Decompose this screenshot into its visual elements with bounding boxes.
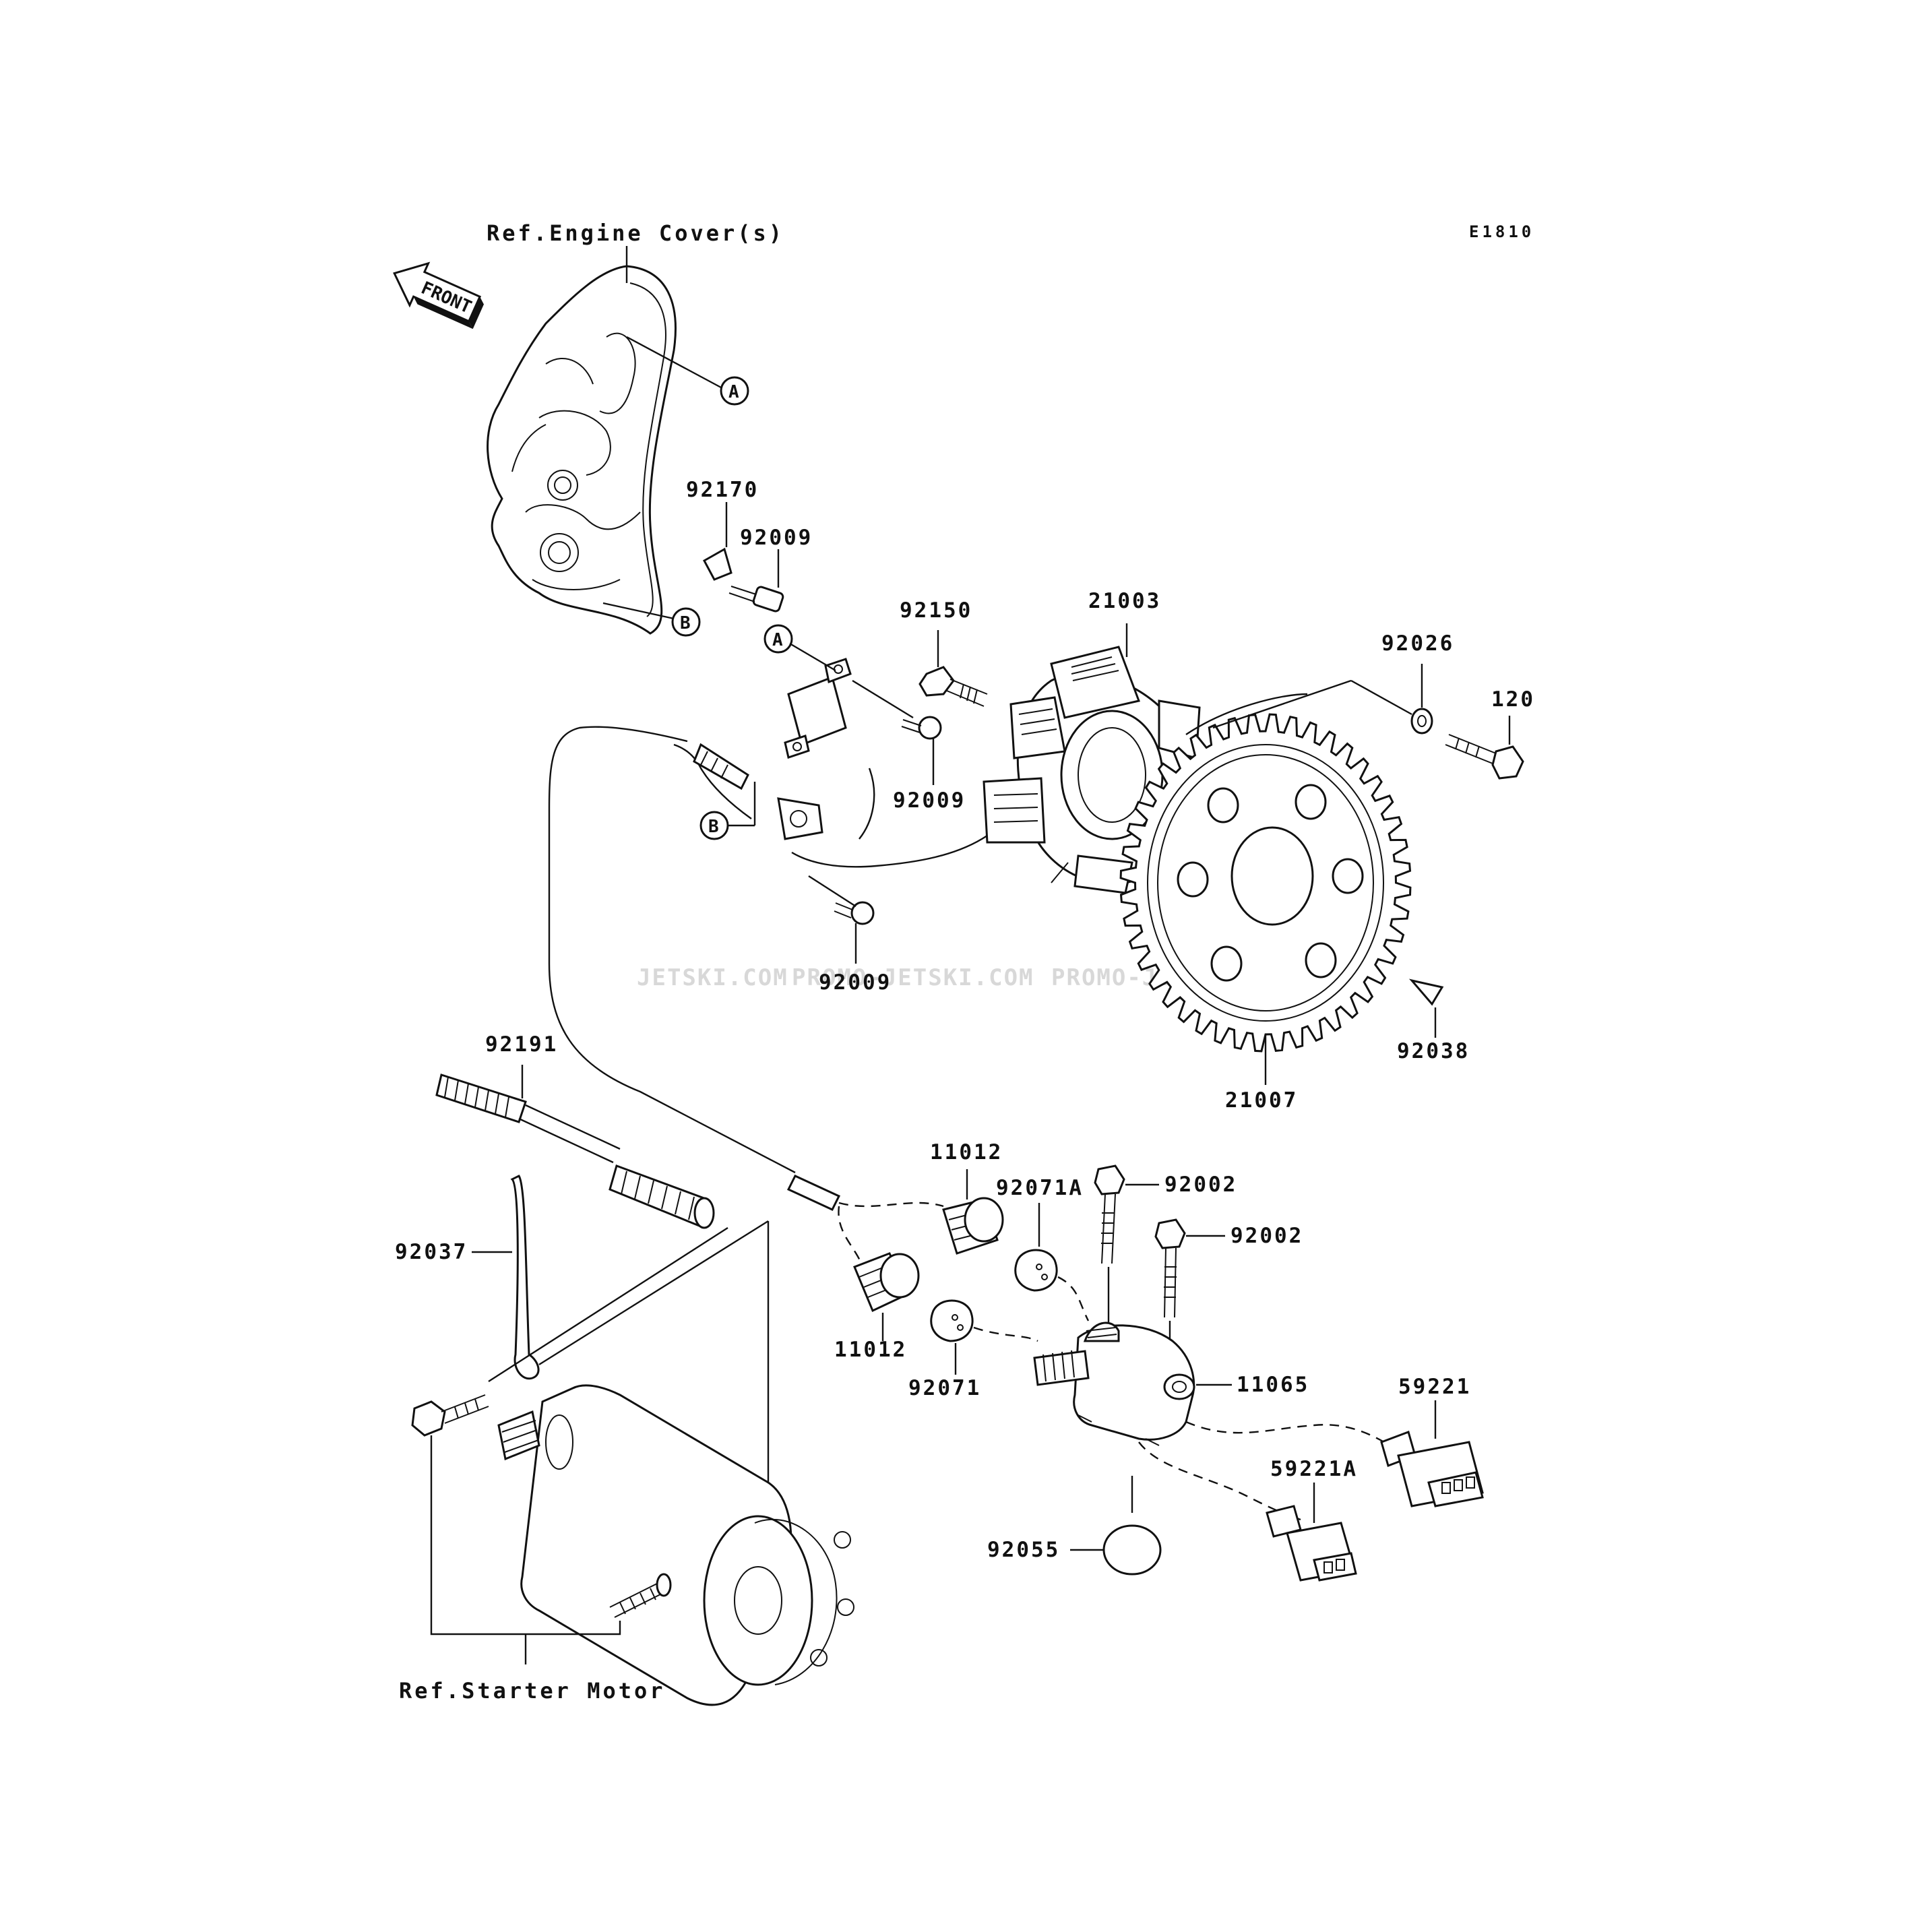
wire-connector <box>693 743 749 790</box>
label-21003: 21003 <box>1088 589 1161 613</box>
label-11012-top: 11012 <box>930 1140 1003 1164</box>
label-92191: 92191 <box>485 1032 558 1057</box>
label-92009-top: 92009 <box>740 526 813 550</box>
part-92038-key <box>1408 978 1444 1006</box>
marker-a-upper: A <box>720 376 749 406</box>
label-92009-low: 92009 <box>819 970 892 995</box>
marker-a-upper-letter: A <box>728 382 739 402</box>
part-11065-housing <box>1033 1321 1195 1446</box>
label-92038: 92038 <box>1397 1039 1470 1063</box>
label-120: 120 <box>1491 687 1535 712</box>
ref-engine-cover-label: Ref.Engine Cover(s) <box>487 220 784 246</box>
front-arrow-icon: FRONT <box>393 261 484 330</box>
label-92170: 92170 <box>686 478 759 502</box>
pickup-coil <box>784 658 852 759</box>
part-92170-shape <box>702 547 733 581</box>
ref-starter-motor-label: Ref.Starter Motor <box>399 1678 666 1704</box>
part-92009-mid-screw <box>901 716 942 740</box>
starter-motor <box>497 1384 854 1706</box>
starter-bolt <box>411 1394 489 1437</box>
label-92037: 92037 <box>395 1240 468 1264</box>
label-21007: 21007 <box>1225 1088 1298 1113</box>
marker-a-lower: A <box>764 624 793 654</box>
diagram-code: E1810 <box>1469 222 1534 241</box>
part-92191-shaft <box>435 1073 715 1229</box>
label-11012-low: 11012 <box>834 1338 907 1362</box>
watermark-text-1: JETSKI.COM <box>637 964 788 991</box>
part-92026-washer <box>1410 708 1433 735</box>
label-92055: 92055 <box>987 1538 1060 1562</box>
part-120-bolt <box>1445 734 1524 780</box>
marker-b-lower-letter: B <box>708 817 719 837</box>
wire-end-lower <box>786 1175 841 1211</box>
label-92009-mid: 92009 <box>893 788 966 813</box>
part-92071-terminal <box>930 1299 974 1342</box>
part-21007-rotor <box>1119 679 1412 1053</box>
label-59221: 59221 <box>1398 1375 1471 1399</box>
engine-cover <box>487 265 677 635</box>
part-92055-oring <box>1102 1524 1162 1576</box>
part-11012-low-cap <box>853 1252 920 1313</box>
part-59221a-connector <box>1266 1505 1357 1582</box>
label-92071: 92071 <box>908 1376 981 1400</box>
label-11065: 11065 <box>1237 1373 1309 1397</box>
part-92150-bolt <box>918 666 988 707</box>
label-59221a: 59221A <box>1270 1457 1358 1481</box>
marker-a-lower-letter: A <box>772 630 783 650</box>
part-92009-low-screw <box>834 901 875 925</box>
marker-b-lower: B <box>699 811 729 840</box>
part-59221-connector <box>1380 1431 1484 1507</box>
part-92037-strap <box>510 1175 540 1380</box>
label-92002-a: 92002 <box>1164 1173 1237 1197</box>
part-11012-top-cap <box>942 1197 1004 1255</box>
part-92002-b-bolt <box>1154 1218 1186 1318</box>
starter-stud <box>609 1573 672 1618</box>
grommet <box>777 797 823 840</box>
label-92071a: 92071A <box>996 1176 1084 1200</box>
label-92150: 92150 <box>900 598 972 623</box>
marker-b-upper-letter: B <box>680 613 691 633</box>
label-92002-b: 92002 <box>1230 1224 1303 1248</box>
marker-b-upper: B <box>671 607 701 637</box>
part-92002-a-bolt <box>1094 1164 1125 1264</box>
label-92026: 92026 <box>1381 631 1454 656</box>
watermark-text-2: PROMO-JETSKI.COM <box>792 964 1034 991</box>
part-92071a-terminal <box>1014 1249 1058 1292</box>
part-92009-top-screw <box>728 586 784 613</box>
